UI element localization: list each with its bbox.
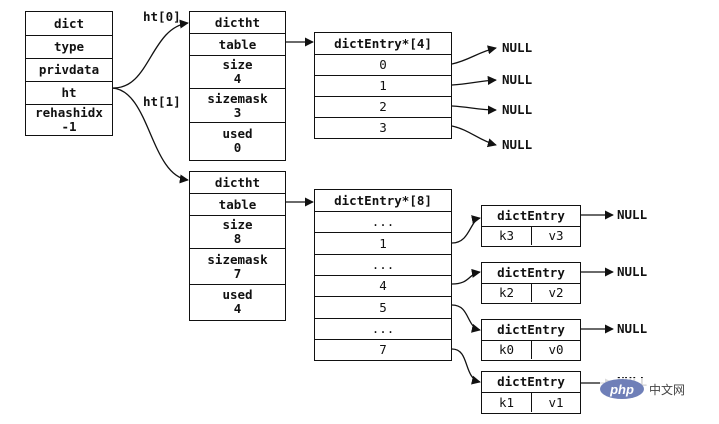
dictht-table-field: table: [190, 193, 285, 215]
entry-kv-row: k3 v3: [482, 226, 580, 245]
size-value: 8: [233, 231, 242, 246]
null-label: NULL: [617, 264, 648, 279]
bucket1-entry-pointer: [451, 215, 481, 244]
ht0-dictht: dictht table size 4 sizemask 3 used 0: [189, 11, 286, 161]
bucket5-entry-pointer: [451, 304, 481, 333]
entry-kv-row: k0 v0: [482, 340, 580, 359]
bucket-3: 3: [315, 117, 451, 137]
dict-title: dict: [53, 15, 85, 31]
rehashidx-name: rehashidx: [35, 104, 103, 120]
dict-rehashidx-field: rehashidx -1: [26, 104, 112, 134]
bucket4-entry-pointer: [451, 268, 481, 285]
ht1-pointer: [111, 87, 189, 184]
bucket2-null-pointer: [451, 105, 497, 115]
null-label: NULL: [502, 40, 533, 55]
bucket-ellipsis: ...: [315, 211, 451, 232]
sizemask-name: sizemask: [207, 90, 268, 106]
entry-key: k1: [498, 394, 515, 410]
null-label: NULL: [502, 102, 533, 117]
watermark-text: 中文网: [649, 382, 686, 397]
site-watermark: php 中文网: [600, 378, 716, 400]
dict-entry-k3: dictEntry k3 v3: [481, 205, 581, 247]
null-label: NULL: [617, 321, 648, 336]
dictht-table-field: table: [190, 33, 285, 55]
bucket-ellipsis: ...: [315, 318, 451, 339]
array-title: dictEntry*[8]: [334, 192, 432, 208]
bucket-0: 0: [315, 54, 451, 75]
bucket-2: 2: [315, 96, 451, 117]
dict-ht-field: ht: [26, 81, 112, 104]
ht0-label: ht[0]: [143, 9, 181, 24]
bucket0-null-pointer: [451, 45, 497, 65]
used-value: 0: [233, 140, 242, 155]
entry-title: dictEntry: [497, 265, 565, 280]
null-label: NULL: [502, 72, 533, 87]
entry-key: k2: [498, 285, 515, 300]
entry-value: v3: [531, 227, 580, 245]
ht1-label: ht[1]: [143, 94, 181, 109]
entry-key: k0: [498, 342, 515, 357]
entry-title: dictEntry: [497, 374, 565, 389]
ht1-entry-array: dictEntry*[8] ... 1 ... 4 5 ... 7: [314, 189, 452, 361]
ht0-entry-array: dictEntry*[4] 0 1 2 3: [314, 32, 452, 139]
dict-entry-k1: dictEntry k1 v1: [481, 371, 581, 414]
used-name: used: [222, 287, 253, 302]
bucket3-null-pointer: [451, 125, 497, 148]
bucket-1: 1: [315, 232, 451, 254]
used-name: used: [222, 126, 253, 141]
size-name: size: [222, 57, 253, 72]
array-title: dictEntry*[4]: [334, 35, 432, 51]
rehashidx-value: -1: [61, 118, 77, 134]
dict-type-field: type: [26, 35, 112, 58]
dictht-size-field: size 4: [190, 55, 285, 88]
sizemask-name: sizemask: [207, 251, 268, 267]
bucket-ellipsis: ...: [315, 254, 451, 275]
entry-title: dictEntry: [497, 322, 565, 337]
null-label: NULL: [502, 137, 533, 152]
bucket7-entry-pointer: [451, 348, 481, 385]
sizemask-value: 7: [233, 265, 242, 281]
bucket-1: 1: [315, 75, 451, 96]
entry-value: v0: [531, 341, 580, 359]
dict-struct: dict type privdata ht rehashidx -1: [25, 11, 113, 136]
bucket-5: 5: [315, 296, 451, 318]
dict-entry-k0: dictEntry k0 v0: [481, 319, 581, 361]
ht1-dictht: dictht table size 8 sizemask 7 used 4: [189, 171, 286, 321]
entry-value: v1: [531, 393, 580, 412]
entry-key: k3: [498, 228, 515, 243]
dictht-used-field: used 0: [190, 122, 285, 159]
bucket-7: 7: [315, 339, 451, 359]
bucket-4: 4: [315, 275, 451, 296]
entry-title: dictEntry: [497, 208, 565, 223]
dictht-size-field: size 8: [190, 215, 285, 248]
dictht-title: dictht: [214, 174, 261, 190]
used-value: 4: [233, 301, 242, 316]
sizemask-value: 3: [233, 104, 242, 120]
ht0-pointer: [111, 19, 189, 89]
entry-kv-row: k1 v1: [482, 392, 580, 412]
dictht-sizemask-field: sizemask 3: [190, 88, 285, 122]
dictht-sizemask-field: sizemask 7: [190, 248, 285, 284]
dictht-used-field: used 4: [190, 284, 285, 319]
php-logo-icon: php: [600, 379, 644, 399]
size-value: 4: [233, 71, 242, 86]
entry-value: v2: [531, 284, 580, 302]
bucket1-null-pointer: [451, 75, 497, 86]
entry-kv-row: k2 v2: [482, 283, 580, 302]
dictht-title: dictht: [214, 14, 261, 30]
dict-privdata-field: privdata: [26, 58, 112, 81]
dict-entry-k2: dictEntry k2 v2: [481, 262, 581, 304]
size-name: size: [222, 217, 253, 232]
null-label: NULL: [617, 207, 648, 222]
